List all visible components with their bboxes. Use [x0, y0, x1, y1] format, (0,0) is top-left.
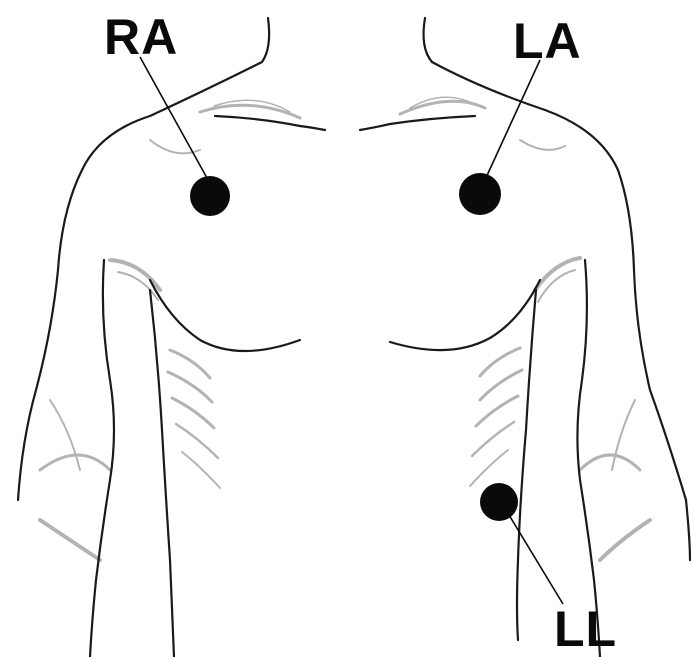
- electrode-ra: [190, 176, 230, 216]
- electrode-ll: [480, 483, 518, 521]
- electrode-label-ll: LL: [554, 604, 617, 654]
- leader-line-la: [484, 60, 540, 182]
- muscle-shading: [40, 97, 650, 560]
- leader-line-ra: [140, 57, 207, 178]
- electrode-label-ra: RA: [104, 12, 178, 62]
- leader-line-ll: [506, 510, 563, 604]
- body-outline: [18, 18, 690, 657]
- electrode-label-la: LA: [513, 16, 582, 66]
- electrode-la: [459, 173, 501, 215]
